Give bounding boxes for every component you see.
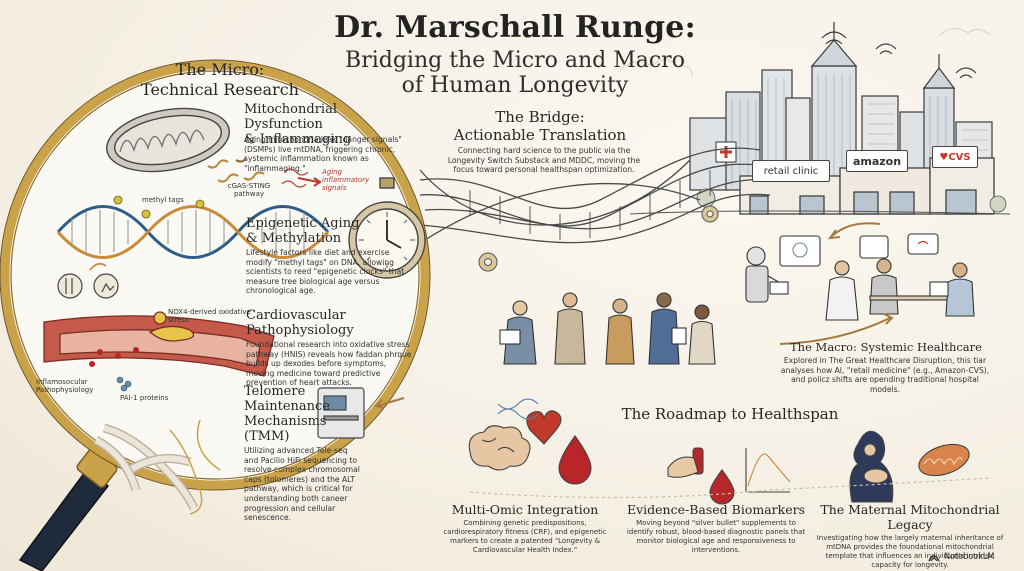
retail-clinic-sign: retail clinic (752, 160, 830, 182)
sequencer-machine-icon (317, 387, 365, 439)
artery-illustration (43, 311, 275, 377)
mito-description: Aging mitochondria leak "danger signals"… (244, 135, 402, 173)
telo-title-line2: Maintenance (244, 399, 330, 414)
brand-badge: NotebookLM (928, 552, 994, 562)
wireless-signal-icon (821, 31, 977, 79)
roadmap-item-description: Combining genetic predispositions, cardi… (443, 519, 607, 554)
storefronts (739, 157, 995, 215)
page-subtitle-line1: Bridging the Micro and Macro (345, 48, 685, 73)
methyl-tags-label: methyl tags (142, 196, 184, 204)
roadmap-title: The Roadmap to Healthspan (621, 405, 839, 423)
bridge-title-line1: The Bridge: (495, 108, 585, 126)
roadmap-item: Multi-Omic Integration Combining genetic… (440, 502, 610, 555)
cardio-title-line2: Pathophysiology (246, 323, 354, 338)
epigenetic-heading: Epigenetic Aging & Methylation (246, 216, 386, 246)
roadmap-item-title: The Maternal Mitochondrial Legacy (820, 502, 1000, 532)
mito-title-line1: Mitochondrial Dysfunction (244, 102, 337, 132)
stopwatch-icon (348, 177, 426, 279)
lifestyle-icons (57, 262, 119, 299)
pai1-protein-icons (116, 376, 132, 392)
mito-title-line2: & Inflammaging (244, 132, 352, 147)
danger-signal-icons (207, 157, 322, 188)
people-group (499, 292, 716, 365)
bridge-title-line2: Actionable Translation (453, 126, 627, 144)
roadmap-item-title: Multi-Omic Integration (451, 502, 599, 517)
bridge-section-title: The Bridge: Actionable Translation (440, 108, 640, 144)
dna-base-pairs (71, 210, 305, 254)
bridge-rungs (469, 170, 711, 240)
gear-icon (478, 205, 719, 272)
roadmap-item: Evidence-Based Biomarkers Moving beyond … (626, 502, 806, 555)
roadmap-item-description: Investigating how the largely maternal i… (816, 534, 1004, 569)
page-title: Dr. Marschall Runge: (334, 10, 696, 45)
mitochondrion-illustration (106, 107, 230, 173)
chromosome-illustration (93, 419, 221, 515)
cardio-heading: Cardiovascular Pathophysiology (246, 308, 396, 338)
macro-section-title: The Macro: Systemic Healthcare (790, 340, 982, 354)
epi-title-line2: & Methylation (246, 231, 342, 246)
micro-section-title: The Micro: Technical Research (130, 60, 310, 100)
ai-healthcare-scene (745, 233, 975, 321)
magnifying-glass-icon (0, 59, 431, 571)
macro-description: Explored in The Great Healthcare Disrupt… (780, 356, 990, 394)
methyl-tag-icons (113, 195, 205, 219)
roadmap-item-description: Moving beyond "silver bullet" supplement… (626, 519, 806, 554)
bridge-cables (419, 147, 771, 244)
telomere-description: Utilizing advanced Tele-seq and Pacilio … (244, 446, 360, 523)
epi-title-line1: Epigenetic Aging (246, 216, 360, 231)
inflamosocular-label: Inflamosocular Pathophysiology (36, 378, 94, 394)
bridge-description: Connecting hard science to the public vi… (447, 146, 641, 175)
micro-title-line1: The Micro: (175, 60, 265, 79)
cvs-sign: ♥CVS (932, 146, 978, 168)
telo-title-line1: Telomere (244, 384, 306, 399)
epigenetic-description: Lifestyle factors like diet and exercise… (246, 248, 405, 296)
telo-title-line4: (TMM) (244, 429, 290, 444)
telomere-heading: Telomere Maintenance Mechanisms (TMM) (244, 384, 354, 444)
page-subtitle-line2: of Human Longevity (401, 73, 629, 98)
nox4-label: NOX4-derived oxidative stress (168, 308, 251, 324)
telo-title-line3: Mechanisms (244, 414, 327, 429)
cgas-sting-label: cGAS-STING pathway (227, 182, 271, 198)
cardio-title-line1: Cardiovascular (246, 308, 346, 323)
roadmap-item-title: Evidence-Based Biomarkers (626, 502, 806, 517)
aging-signals-label: Aging inflammatory signals (322, 168, 370, 192)
roadmap-item: The Maternal Mitochondrial Legacy Invest… (816, 502, 1004, 570)
flow-arrows (779, 222, 894, 345)
brand-label: NotebookLM (944, 552, 995, 562)
pai1-label: PAI-1 proteins (120, 394, 169, 402)
micro-title-line2: Technical Research (141, 80, 299, 99)
amazon-sign: amazon (846, 150, 908, 172)
clinic-cross-icon (715, 141, 737, 163)
dna-helix-illustration (56, 205, 330, 259)
mito-heading: Mitochondrial Dysfunction & Inflammaging (244, 102, 404, 147)
roadmap-icons (468, 398, 970, 505)
cardio-description: Foundational research into oxidative str… (246, 340, 412, 388)
notebooklm-logo-icon (928, 555, 940, 562)
